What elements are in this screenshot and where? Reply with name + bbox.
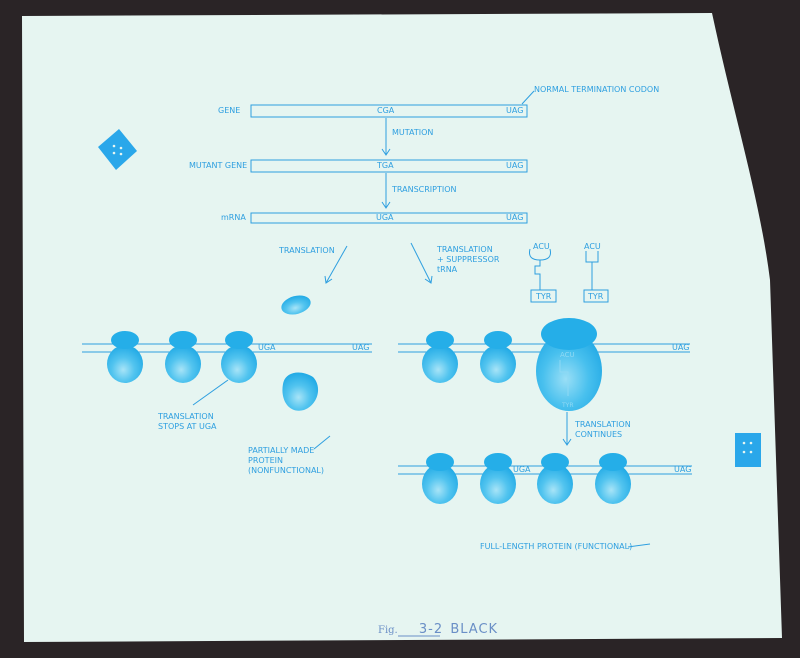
trna-2-amino-acid: TYR	[588, 292, 604, 301]
ribosome-left-2	[165, 331, 201, 383]
mutant-gene-strand	[250, 159, 528, 173]
right-uag-codon: UAG	[672, 343, 690, 352]
gene-label: GENE	[218, 106, 241, 115]
ribosome-anticodon: ACU	[560, 351, 575, 359]
ribosome-with-suppressor	[536, 318, 602, 411]
normal-termination-pointer	[521, 90, 535, 105]
released-large-subunit	[282, 372, 319, 411]
translation-stops-label: TRANSLATION STOPS AT UGA	[158, 412, 217, 431]
figure-prefix: Fig.	[378, 625, 398, 636]
trna-1-anticodon: ACU	[533, 242, 550, 251]
paper-sheet	[22, 13, 782, 642]
translation-arrow-left	[325, 245, 348, 284]
trna-1	[529, 248, 557, 303]
released-small-subunit	[281, 295, 311, 315]
tape-piece-right	[735, 433, 761, 467]
ribosome-left-1	[107, 331, 143, 383]
ribosome-right-2	[480, 331, 516, 383]
gene-stop-codon: UAG	[506, 106, 524, 115]
left-uga-codon: UGA	[258, 343, 276, 352]
ribosome-bottom-1	[422, 453, 458, 504]
partially-made-label: PARTIALLY MADE PROTEIN (NONFUNCTIONAL)	[248, 446, 324, 475]
bottom-uga-codon: UGA	[513, 465, 531, 474]
ribosome-bottom-4	[595, 453, 631, 504]
mutant-gene-label: MUTANT GENE	[189, 161, 248, 170]
normal-termination-label: NORMAL TERMINATION CODON	[534, 85, 660, 94]
gene-strand	[250, 104, 528, 118]
mrna-stop-codon: UAG	[506, 213, 524, 222]
figure-caption: Fig. 3-2 BLACK	[378, 622, 498, 637]
ribosome-bottom-3	[537, 453, 573, 504]
translation-arrow-right	[410, 242, 432, 284]
mutant-stop-codon: UAG	[506, 161, 524, 170]
tape-piece-left	[98, 129, 137, 170]
mrna-strand	[250, 212, 528, 224]
translation-left-label: TRANSLATION	[279, 246, 335, 255]
figure-number: 3-2	[418, 622, 444, 637]
bottom-uag-codon: UAG	[674, 465, 692, 474]
mrna-label: mRNA	[221, 213, 246, 222]
full-length-protein-label: FULL-LENGTH PROTEIN (FUNCTIONAL)	[480, 542, 633, 551]
ribosome-left-3	[221, 331, 257, 383]
translation-suppressor-label: TRANSLATION + SUPPRESSOR tRNA	[437, 245, 500, 274]
transcription-label: TRANSCRIPTION	[392, 185, 457, 194]
ribosome-bottom-2	[480, 453, 516, 504]
ribosome-right-1	[422, 331, 458, 383]
gene-codon: CGA	[377, 106, 395, 115]
mrna-codon: UGA	[376, 213, 394, 222]
full-length-pointer	[627, 543, 651, 548]
trna-1-amino-acid: TYR	[536, 292, 552, 301]
translation-stops-pointer	[192, 379, 229, 406]
trna-2	[583, 251, 609, 303]
partially-made-pointer	[313, 435, 331, 450]
left-uag-codon: UAG	[352, 343, 370, 352]
mutation-label: MUTATION	[392, 128, 434, 137]
translation-continues-label: TRANSLATION CONTINUES	[575, 420, 631, 439]
figure-note: BLACK	[450, 622, 499, 637]
ribosome-tyr: TYR	[562, 402, 574, 409]
mutant-codon: TGA	[377, 161, 394, 170]
trna-2-anticodon: ACU	[584, 242, 601, 251]
